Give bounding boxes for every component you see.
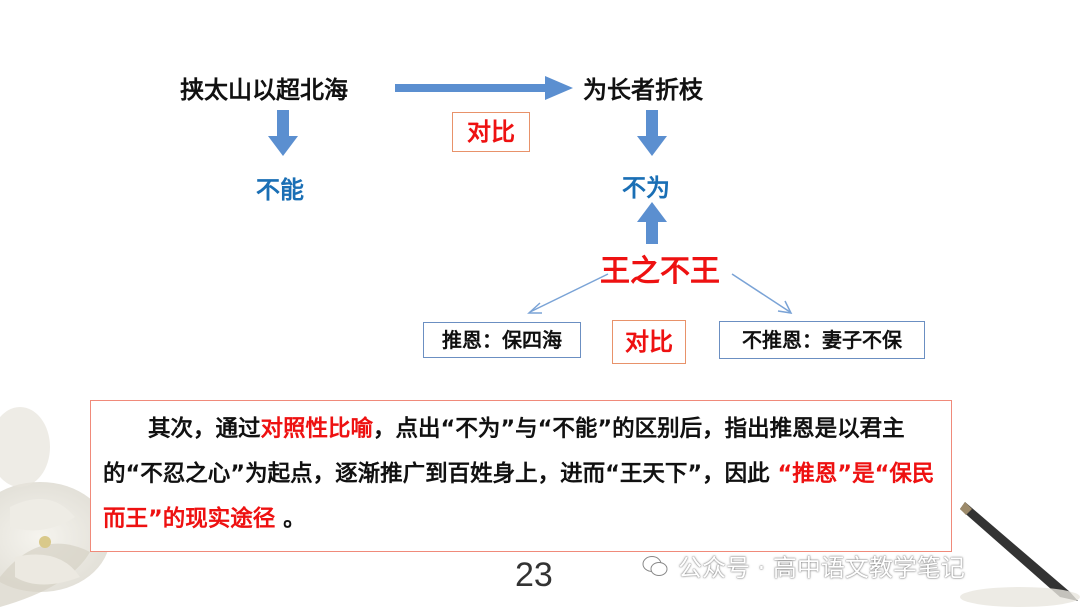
left-result-text: 不能 [256, 170, 304, 205]
compare-center-box: 对比 [452, 112, 530, 152]
paragraph-part-5: 。 [275, 506, 305, 532]
left-top-text: 挟太山以超北海 [180, 70, 348, 105]
compare-bottom-box: 对比 [612, 320, 686, 364]
brush-decoration [960, 497, 1080, 607]
wechat-icon [642, 555, 668, 577]
right-top-text: 为长者折枝 [583, 70, 703, 105]
left-branch-box: 推恩：保四海 [423, 322, 581, 358]
up-arrow-icon [637, 202, 667, 244]
right-result-text: 不为 [622, 168, 670, 203]
page-number: 23 [515, 556, 553, 595]
paragraph-highlight-1: 对照性比喻 [261, 416, 374, 442]
down-arrow-icon-right [637, 110, 667, 156]
watermark: 公众号 · 高中语文教学笔记 [642, 548, 965, 583]
horizontal-arrow-icon [395, 76, 575, 100]
paragraph-part-1: 其次，通过 [148, 416, 261, 442]
down-arrow-icon-left [268, 110, 298, 156]
summary-paragraph: 其次，通过对照性比喻，点出“不为”与“不能”的区别后，指出推恩是以君主的“不忍之… [90, 400, 952, 552]
right-branch-box: 不推恩：妻子不保 [719, 321, 925, 359]
branch-arrows-icon [520, 270, 820, 320]
watermark-text: 公众号 · 高中语文教学笔记 [678, 548, 965, 583]
